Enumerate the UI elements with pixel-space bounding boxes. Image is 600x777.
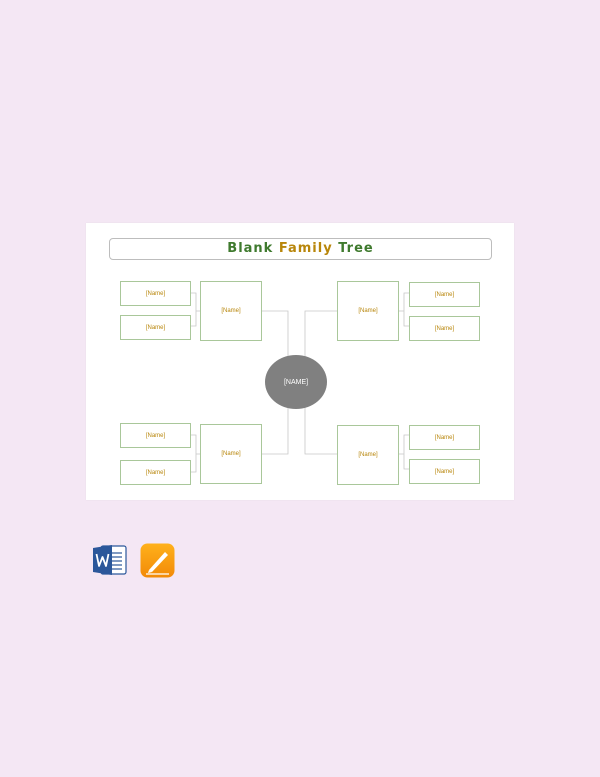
center-name-oval[interactable]: [NAME]	[265, 355, 327, 409]
name-placeholder: [Name]	[145, 290, 166, 297]
title-word-family: Family	[278, 241, 333, 256]
name-box-left-top-grandparent-1[interactable]: [Name]	[120, 281, 191, 306]
center-name-label: [NAME]	[283, 378, 309, 386]
name-placeholder: [Name]	[434, 325, 455, 332]
name-box-left-bottom-parent[interactable]: [Name]	[200, 424, 262, 484]
name-placeholder: [Name]	[145, 324, 166, 331]
name-box-left-bottom-grandparent-2[interactable]: [Name]	[120, 460, 191, 485]
name-placeholder: [Name]	[434, 291, 455, 298]
name-box-right-bottom-parent[interactable]: [Name]	[337, 425, 399, 485]
name-box-right-top-grandparent-2[interactable]: [Name]	[409, 316, 480, 341]
name-placeholder: [Name]	[145, 432, 166, 439]
connector-lines	[191, 292, 409, 473]
name-placeholder: [Name]	[358, 452, 378, 458]
title-word-tree: Tree	[332, 241, 374, 256]
name-placeholder: [Name]	[358, 308, 378, 314]
name-box-left-top-parent[interactable]: [Name]	[200, 281, 262, 341]
name-placeholder: [Name]	[221, 451, 241, 457]
name-placeholder: [Name]	[145, 469, 166, 476]
name-box-left-bottom-grandparent-1[interactable]: [Name]	[120, 423, 191, 448]
name-placeholder: [Name]	[221, 308, 241, 314]
document-title: Blank Family Tree	[109, 238, 492, 260]
name-box-right-bottom-grandparent-2[interactable]: [Name]	[409, 459, 480, 484]
name-placeholder: [Name]	[434, 468, 455, 475]
name-box-right-top-grandparent-1[interactable]: [Name]	[409, 282, 480, 307]
title-word-blank: Blank	[227, 241, 279, 256]
word-icon[interactable]	[92, 543, 128, 577]
name-box-left-top-grandparent-2[interactable]: [Name]	[120, 315, 191, 340]
name-box-right-bottom-grandparent-1[interactable]: [Name]	[409, 425, 480, 450]
name-placeholder: [Name]	[434, 434, 455, 441]
pages-icon[interactable]	[140, 543, 175, 578]
family-tree-document: Blank Family Tree [Name] [Name] [Name] […	[86, 223, 514, 500]
name-box-right-top-parent[interactable]: [Name]	[337, 281, 399, 341]
